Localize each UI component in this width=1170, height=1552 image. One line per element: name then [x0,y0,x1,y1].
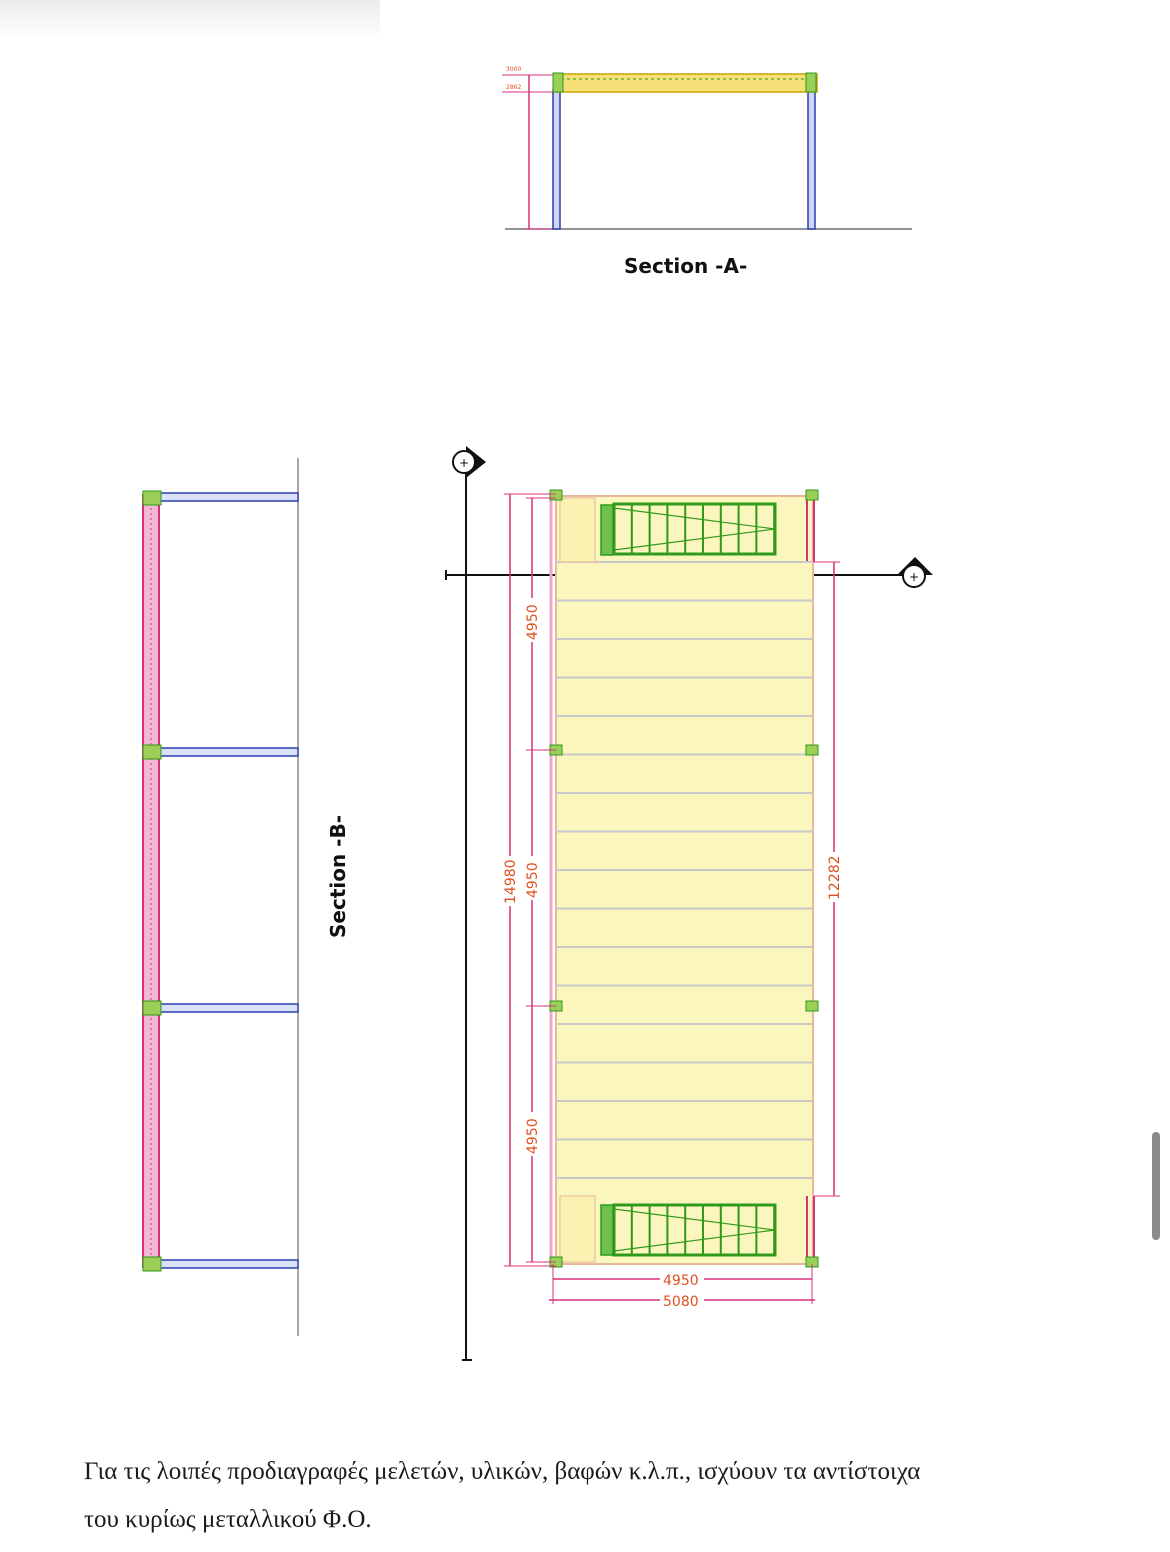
stair-landing-top [559,497,596,563]
dimension-bays: 4950 4950 4950 [524,497,556,1263]
section-a-drawing: 3000 2862 Section -A- [502,66,912,278]
dimension-overall-length: 14980 [502,493,556,1267]
roof-beam [554,73,818,93]
dimension-label-bg [524,1112,540,1156]
spec-note-line-2: του κυρίως μεταλλικού Φ.Ο. [84,1506,372,1533]
cross-member [158,747,299,757]
section-marker-right: + [897,557,933,588]
plate [142,490,162,506]
dimension-label-bg [660,1293,704,1307]
spec-note-line-1: Για τις λοιπές προδιαγραφές μελετών, υλι… [84,1458,921,1485]
dim-5080-width: 5080 [663,1294,699,1310]
section-marker-circle [902,564,926,588]
left-column [552,89,561,230]
dimension-label-bg [660,1272,704,1286]
left-base-plate [552,72,564,93]
dimension-label-bg [502,856,518,906]
section-a-title: Section -A- [624,254,747,278]
dim-14980: 14980 [503,859,519,904]
dimension-right-length: 12282 [814,561,843,1197]
cross-members [158,492,299,1269]
dim-2862: 2862 [506,84,521,91]
plan-view: + + [445,446,933,1361]
cross-member [158,492,299,502]
stair-top-direction [613,507,776,551]
stair-top-treads [613,504,776,554]
plate [142,1256,162,1272]
right-column [807,89,816,230]
dimension-label-bg [524,856,540,900]
plate [142,1000,162,1016]
section-marker-label: + [459,456,469,470]
dim-bay-3: 4950 [525,1118,541,1154]
plate [142,744,162,760]
platform-deck [555,495,814,1265]
section-marker-label: + [909,570,919,584]
dim-4950-width: 4950 [663,1273,699,1289]
connection-plates [142,490,162,1272]
section-marker-circle [452,450,476,474]
dimension-label-bg [524,598,540,642]
right-base-plate [805,72,817,93]
dim-bay-1: 4950 [525,604,541,640]
column-plate [805,489,819,501]
scrollbar-thumb[interactable] [1152,1132,1160,1240]
dim-12282: 12282 [827,855,843,900]
dim-3000: 3000 [506,66,521,73]
stair-bottom-direction [613,1208,776,1252]
cross-member [158,1259,299,1269]
section-b-drawing: Section -B- [142,458,350,1336]
stair-top-landing-plate [600,504,614,556]
stair-bottom-landing-plate [600,1204,614,1256]
stair-bottom [600,1203,777,1257]
stair-landing-bottom [559,1195,596,1263]
deck-planks [556,561,812,1179]
dimension-label-bg [826,852,842,902]
stair-top [600,502,777,556]
main-beam [142,494,160,1268]
dim-bay-2: 4950 [525,862,541,898]
cross-member [158,1003,299,1013]
column-plate [549,489,563,501]
section-marker-top: + [452,446,486,478]
section-b-title: Section -B- [326,815,350,938]
dimension-width: 4950 5080 [549,1264,815,1310]
column-plate [805,1000,819,1012]
spec-note: Για τις λοιπές προδιαγραφές μελετών, υλι… [84,1448,1124,1544]
scan-shadow [0,0,380,40]
column-plate [805,744,819,756]
